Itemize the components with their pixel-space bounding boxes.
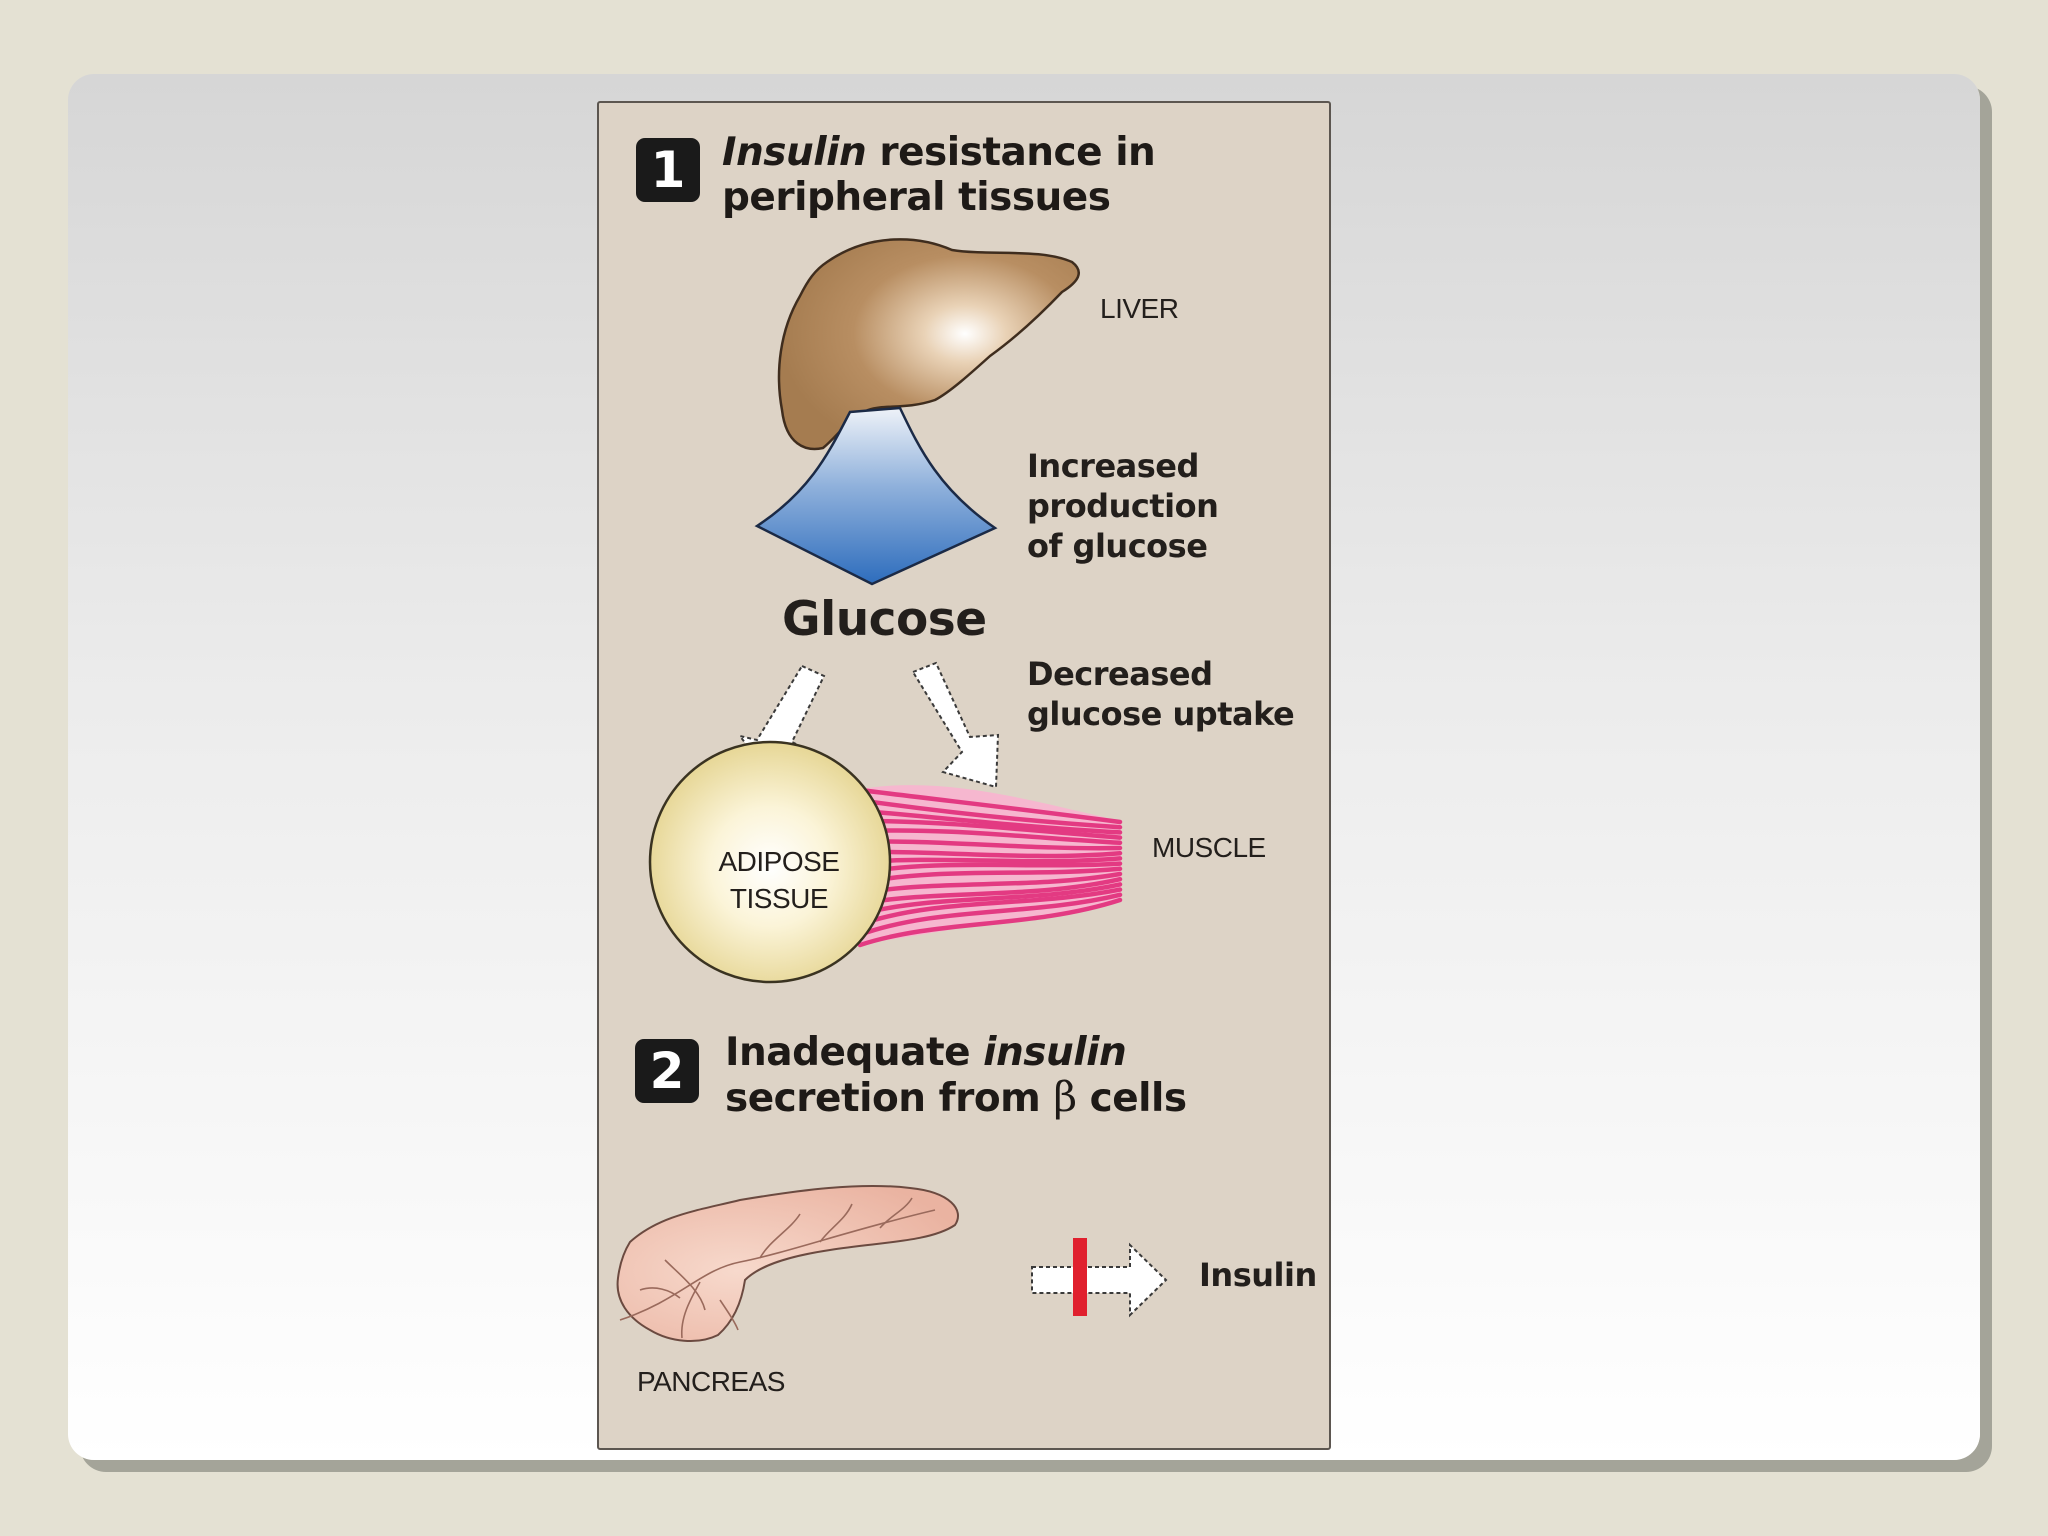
adipose-tissue-label: ADIPOSE TISSUE [707, 843, 851, 917]
step-1-number-badge: 1 [636, 138, 700, 202]
step-2-heading-line2-a: secretion from [725, 1076, 1054, 1121]
step-1-heading-line2: peripheral tissues [722, 175, 1111, 220]
increased-production-label: Increased production of glucose [1027, 446, 1219, 566]
muscle-fiber [857, 849, 1123, 859]
step-1-heading-italic: Insulin [722, 130, 867, 175]
step-2-heading-part1: Inadequate [725, 1030, 984, 1075]
muscle-fiber [857, 808, 1123, 835]
adipose-tissue-shape [648, 740, 892, 984]
step-2-heading: Inadequate insulin secretion from β cell… [725, 1030, 1187, 1121]
production-line-2: production [1027, 487, 1219, 525]
muscle-fiber [857, 897, 1123, 948]
pancreas-label: PANCREAS [637, 1366, 785, 1397]
step-2-heading-line2-b: cells [1076, 1076, 1188, 1121]
beta-symbol: β [1053, 1073, 1077, 1121]
decreased-uptake-label: Decreased glucose uptake [1027, 654, 1295, 734]
adipose-line-2: TISSUE [729, 883, 829, 914]
muscle-fiber [857, 866, 1123, 886]
step-1-heading-rest: resistance in [866, 130, 1156, 175]
muscle-fiber [857, 787, 1123, 825]
glucose-label: Glucose [782, 592, 987, 647]
step-2-heading-italic: insulin [983, 1030, 1127, 1075]
liver-shape [777, 238, 1081, 451]
muscle-shape [855, 785, 1123, 948]
glucose-production-arrow [754, 406, 998, 586]
muscle-fiber [857, 882, 1123, 917]
muscle-fiber [857, 839, 1123, 851]
step-2-number-badge: 2 [635, 1039, 699, 1103]
muscle-fiber [857, 828, 1123, 846]
muscle-fiber [857, 871, 1123, 896]
muscle-label: MUSCLE [1152, 832, 1266, 863]
blocked-insulin-arrow [1031, 1238, 1168, 1318]
muscle-fiber [857, 892, 1123, 937]
step-1-heading: Insulin resistance in peripheral tissues [722, 130, 1156, 220]
uptake-line-1: Decreased [1027, 655, 1213, 693]
adipose-line-1: ADIPOSE [718, 846, 840, 877]
insulin-label: Insulin [1199, 1256, 1317, 1294]
production-line-1: Increased [1027, 447, 1199, 485]
liver-label: LIVER [1100, 293, 1179, 324]
muscle-fiber [857, 818, 1123, 840]
arrow-to-muscle [911, 661, 1000, 789]
muscle-fiber [857, 856, 1123, 865]
muscle-fiber [857, 798, 1123, 830]
muscle-fiber [857, 887, 1123, 927]
uptake-line-2: glucose uptake [1027, 695, 1295, 733]
pancreas-shape [616, 1184, 959, 1342]
muscle-fiber [857, 876, 1123, 906]
production-line-3: of glucose [1027, 527, 1208, 565]
